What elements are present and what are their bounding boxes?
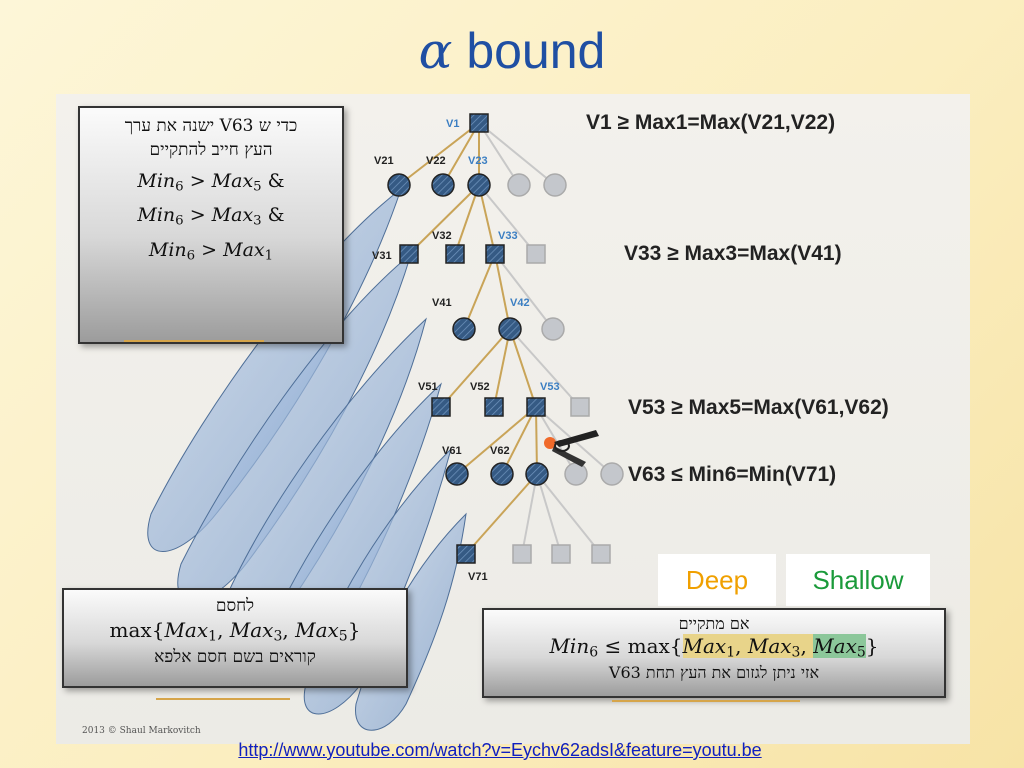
- label-v51: V51: [418, 381, 438, 393]
- node-v63: [525, 462, 549, 486]
- alpha-symbol: α: [418, 22, 453, 80]
- label-v42: V42: [510, 297, 530, 309]
- label-v31: V31: [372, 250, 392, 262]
- node-v25: [543, 173, 567, 197]
- label-v33: V33: [498, 230, 518, 242]
- label-v61: V61: [442, 445, 462, 457]
- tree-nodes: [387, 113, 624, 564]
- alpha-box-formula: max{Max1, Max3, Max5}: [109, 618, 361, 645]
- node-v54: [570, 397, 590, 417]
- label-v1: V1: [446, 118, 459, 130]
- node-v31: [399, 244, 419, 264]
- condition-underbar: [124, 340, 264, 342]
- shallow-highlight: Max5: [813, 634, 866, 661]
- condition-2: Min6 > Max3 &: [137, 204, 285, 229]
- node-v62: [490, 462, 514, 486]
- node-v22: [431, 173, 455, 197]
- condition-box: כדי ש V63 ישנה את ערך העץ חייב להתקיים M…: [78, 106, 344, 344]
- node-v65: [600, 462, 624, 486]
- node-v72: [512, 544, 532, 564]
- node-v51: [431, 397, 451, 417]
- equation-v1: V1 ≥ Max1=Max(V21,V22): [586, 111, 836, 134]
- slide-title: α bound: [0, 22, 1024, 80]
- node-v52: [484, 397, 504, 417]
- node-v74: [591, 544, 611, 564]
- node-v24: [507, 173, 531, 197]
- tree-edges: [398, 122, 613, 555]
- node-v73: [551, 544, 571, 564]
- alpha-box-line-1: לחסם: [215, 596, 255, 616]
- alpha-bound-box: לחסם max{Max1, Max3, Max5} קוראים בשם חס…: [62, 588, 408, 688]
- equation-v33: V33 ≥ Max3=Max(V41): [624, 242, 842, 265]
- label-v21: V21: [374, 155, 394, 167]
- title-text: bound: [466, 23, 606, 79]
- label-v22: V22: [426, 155, 446, 167]
- node-v53: [526, 397, 546, 417]
- condition-line-2: העץ חייב להתקיים: [149, 140, 273, 160]
- pruning-underbar: [612, 700, 800, 702]
- condition-line-1: כדי ש V63 ישנה את ערך: [124, 116, 298, 136]
- copyright: 2013 © Shaul Markovitch: [82, 726, 201, 736]
- pruning-box: אם מתקיים Min6 ≤ max{Max1, Max3, Max5} א…: [482, 608, 946, 698]
- node-v32: [445, 244, 465, 264]
- label-v52: V52: [470, 381, 490, 393]
- deep-label: Deep: [658, 554, 776, 606]
- node-v34: [526, 244, 546, 264]
- tree-figure: V1 V21 V22 V23 V31 V32 V33 V41 V42 V51 V…: [56, 94, 970, 744]
- node-v21: [387, 173, 411, 197]
- label-v71: V71: [468, 571, 488, 583]
- node-v1: [469, 113, 489, 133]
- node-v61: [445, 462, 469, 486]
- alpha-box-underbar: [156, 698, 290, 700]
- label-v53: V53: [540, 381, 560, 393]
- label-v41: V41: [432, 297, 452, 309]
- shallow-label: Shallow: [786, 554, 930, 606]
- node-v43: [541, 317, 565, 341]
- condition-3: Min6 > Max1: [148, 238, 274, 263]
- node-v41: [452, 317, 476, 341]
- scissors-icon: [544, 430, 599, 467]
- equation-v63: V63 ≤ Min6=Min(V71): [628, 463, 837, 486]
- pruning-line-3: אזי ניתן לגזום את העץ תחת V63: [608, 662, 820, 682]
- game-tree: V1 V21 V22 V23 V31 V32 V33 V41 V42 V51 V…: [147, 113, 624, 731]
- deep-highlight: Max1, Max3,: [682, 634, 814, 661]
- pruning-formula: Min6 ≤ max{Max1, Max3, Max5}: [549, 634, 879, 661]
- condition-1: Min6 > Max5 &: [137, 170, 285, 195]
- pruning-line-1: אם מתקיים: [678, 614, 750, 633]
- node-v71: [456, 544, 476, 564]
- label-v23: V23: [468, 155, 488, 167]
- alpha-box-line-3: קוראים בשם חסם אלפא: [154, 646, 316, 667]
- youtube-link[interactable]: http://www.youtube.com/watch?v=Eychv62ad…: [238, 740, 762, 760]
- label-v32: V32: [432, 230, 452, 242]
- node-v42: [498, 317, 522, 341]
- equation-v53: V53 ≥ Max5=Max(V61,V62): [628, 396, 889, 419]
- node-v33: [485, 244, 505, 264]
- node-v64: [564, 462, 588, 486]
- node-v23: [467, 173, 491, 197]
- label-v62: V62: [490, 445, 510, 457]
